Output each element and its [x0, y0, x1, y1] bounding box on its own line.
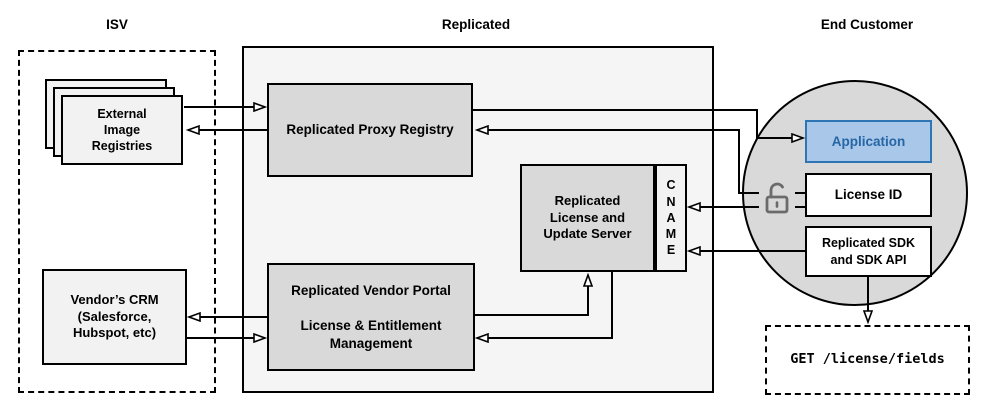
- replicated-sdk-node: Replicated SDK and SDK API: [805, 226, 932, 277]
- proxy-registry-label: Replicated Proxy Registry: [286, 122, 454, 138]
- section-title-end-customer: End Customer: [820, 17, 914, 32]
- cname-node: C N A M E: [655, 164, 687, 272]
- api-endpoint-node: GET /license/fields: [765, 325, 970, 395]
- license-update-server-label: Replicated License and Update Server: [543, 192, 632, 242]
- external-registries-node: External Image Registries: [61, 95, 183, 165]
- application-label: Application: [831, 133, 906, 149]
- vendor-portal-node: Replicated Vendor Portal License & Entit…: [267, 263, 475, 371]
- vendor-crm-node: Vendor’s CRM (Salesforce, Hubspot, etc): [42, 269, 187, 365]
- vendor-portal-label: Replicated Vendor Portal License & Entit…: [291, 282, 451, 351]
- application-node: Application: [805, 120, 932, 163]
- license-id-label: License ID: [834, 187, 903, 203]
- external-registries-label: External Image Registries: [91, 106, 153, 154]
- proxy-registry-node: Replicated Proxy Registry: [267, 83, 473, 177]
- section-title-replicated: Replicated: [441, 17, 511, 32]
- section-title-isv: ISV: [106, 17, 128, 32]
- license-id-node: License ID: [805, 173, 932, 217]
- api-endpoint-label: GET /license/fields: [790, 351, 945, 368]
- cname-label: C N A M E: [665, 178, 677, 258]
- unlocked-padlock-icon: [759, 177, 795, 217]
- replicated-sdk-label: Replicated SDK and SDK API: [821, 236, 916, 267]
- license-update-server-node: Replicated License and Update Server: [520, 164, 655, 272]
- vendor-crm-label: Vendor’s CRM (Salesforce, Hubspot, etc): [70, 291, 159, 341]
